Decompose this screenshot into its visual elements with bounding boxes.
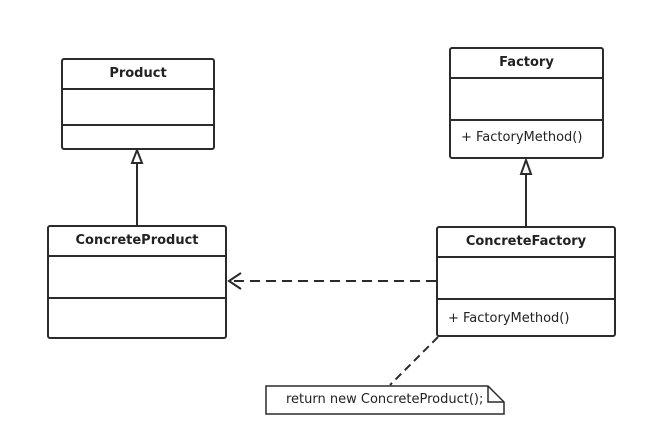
class-operations: + FactoryMethod() — [438, 300, 614, 335]
class-concrete-product[interactable]: ConcreteProduct — [47, 225, 227, 339]
class-name: Product — [63, 60, 213, 90]
class-concrete-factory[interactable]: ConcreteFactory + FactoryMethod() — [436, 226, 616, 337]
operation-factory-method: + FactoryMethod() — [461, 130, 583, 145]
note-anchor-line — [389, 336, 439, 386]
class-name: Factory — [451, 49, 602, 79]
generalization-arrowhead-factory — [519, 157, 533, 175]
class-factory[interactable]: Factory + FactoryMethod() — [449, 47, 604, 159]
generalization-arrowhead-product — [130, 147, 144, 164]
note-text: return new ConcreteProduct(); — [286, 392, 484, 407]
class-attributes — [49, 257, 225, 299]
class-product[interactable]: Product — [61, 58, 215, 150]
note-shape — [265, 385, 505, 415]
class-name: ConcreteProduct — [49, 227, 225, 257]
class-attributes — [438, 258, 614, 300]
class-operations: + FactoryMethod() — [451, 121, 602, 157]
operation-factory-method: + FactoryMethod() — [448, 311, 570, 326]
class-attributes — [451, 79, 602, 121]
class-operations — [49, 299, 225, 337]
class-operations — [63, 126, 213, 148]
class-name: ConcreteFactory — [438, 228, 614, 258]
dependency-arrowhead — [227, 272, 242, 290]
note-fold — [487, 386, 504, 403]
class-attributes — [63, 90, 213, 126]
